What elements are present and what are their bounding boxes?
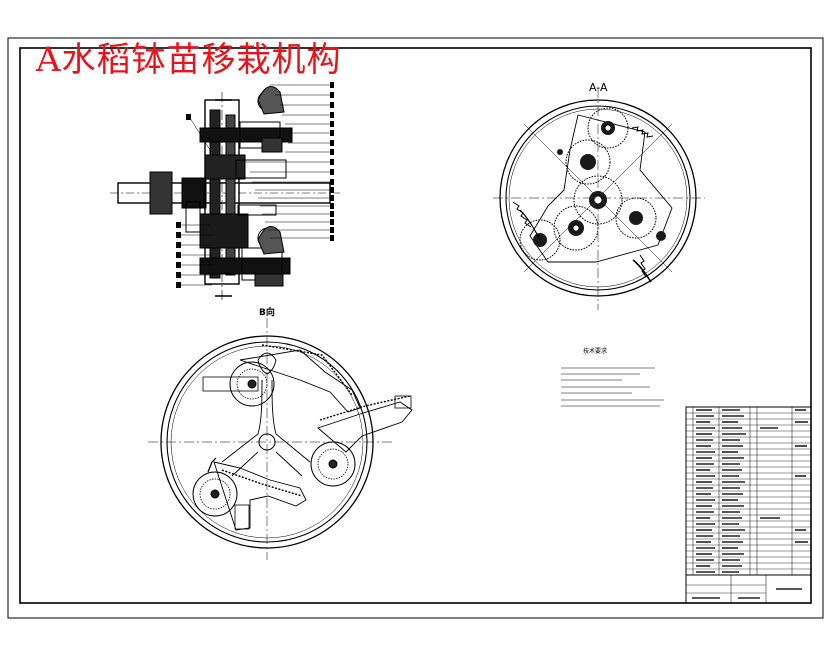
technical-requirements-title: 技术要求	[583, 348, 608, 355]
sectional-assembly-view	[110, 82, 340, 300]
inner-frame	[19, 47, 812, 604]
parts-list-table	[685, 406, 812, 604]
drawing-title: A水稻钵苗移栽机构	[36, 40, 342, 80]
section-aa-view	[493, 88, 705, 310]
view-b	[148, 318, 413, 560]
outer-frame	[7, 37, 824, 619]
technical-requirements-notes	[561, 367, 664, 407]
view-b-label: B向	[259, 308, 275, 318]
section-aa-label: A-A	[589, 81, 608, 94]
